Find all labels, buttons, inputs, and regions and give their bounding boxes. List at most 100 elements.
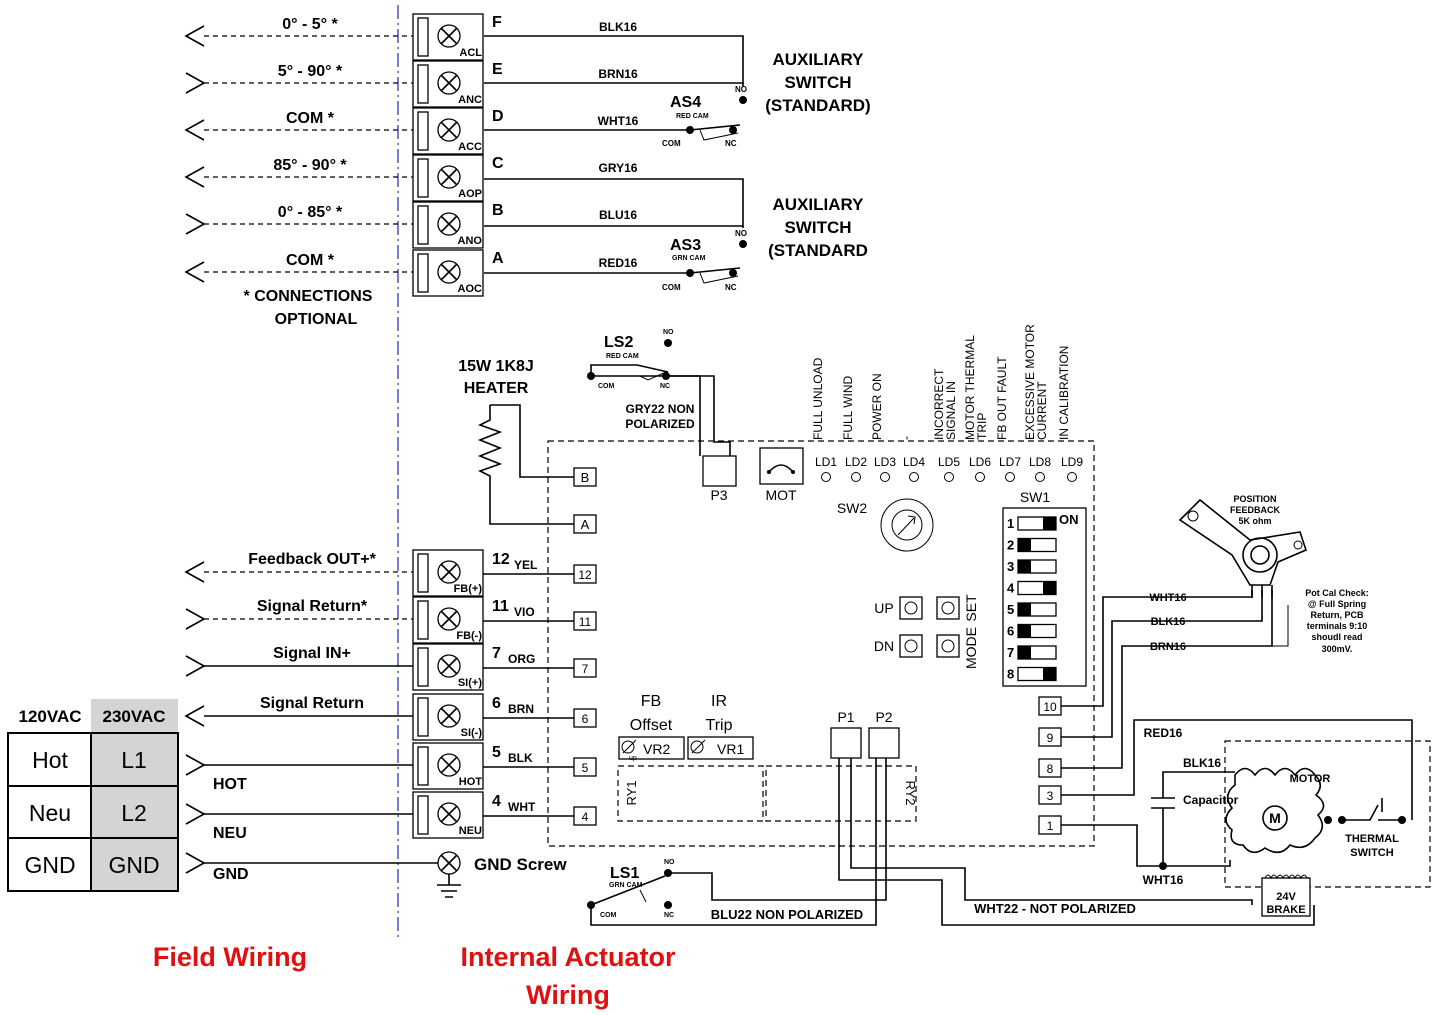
svg-text:Trip: Trip (706, 717, 733, 734)
board-terminal-b: B (573, 467, 597, 487)
svg-text:3: 3 (1047, 789, 1054, 803)
svg-text:MOT: MOT (765, 487, 797, 503)
svg-text:5: 5 (1007, 602, 1014, 617)
svg-text:FB OUT FAULT: FB OUT FAULT (995, 356, 1009, 440)
svg-text:BRAKE: BRAKE (1266, 904, 1305, 916)
svg-text:Signal IN+: Signal IN+ (273, 645, 351, 662)
svg-text:THERMAL: THERMAL (1345, 833, 1399, 845)
mode-button[interactable]: MODE (936, 627, 979, 669)
svg-text:SI(+): SI(+) (458, 677, 482, 689)
svg-text:YEL: YEL (514, 558, 537, 572)
svg-text:BRN: BRN (508, 702, 534, 716)
svg-text:RY1: RY1 (624, 780, 639, 805)
dip-switch-3[interactable]: 3 (1007, 559, 1057, 574)
dip-switch-2[interactable]: 2 (1007, 538, 1057, 553)
svg-text:COM *: COM * (286, 252, 335, 269)
dip-switch-4[interactable]: 4 (1007, 581, 1057, 596)
led-ld4: LD4- (899, 436, 925, 482)
svg-text:FB: FB (641, 693, 661, 710)
dip-switch-8[interactable]: 8 (1007, 667, 1057, 682)
svg-text:AOC: AOC (458, 283, 483, 295)
svg-text:(STANDARD: (STANDARD (768, 241, 868, 260)
svg-text:5: 5 (492, 744, 501, 761)
svg-text:FULL WIND: FULL WIND (841, 375, 855, 440)
svg-text:WHT: WHT (508, 800, 536, 814)
svg-text:GND: GND (24, 852, 75, 878)
dip-switch-1[interactable]: 1 (1007, 516, 1057, 531)
dn-button[interactable]: DN (874, 634, 923, 658)
svg-text:NEU: NEU (459, 825, 482, 837)
svg-text:IR: IR (711, 693, 727, 710)
svg-text:DN: DN (874, 638, 894, 654)
svg-text:GRY16: GRY16 (599, 161, 638, 175)
rotary-switch-sw2[interactable]: SW2 (837, 498, 934, 552)
svg-text:LD3: LD3 (874, 455, 896, 469)
svg-text:WHT16: WHT16 (1143, 873, 1184, 887)
relay-ry2: RY2 (765, 765, 918, 822)
svg-text:LD6: LD6 (969, 455, 991, 469)
dip-switch-7[interactable]: 7 (1007, 645, 1057, 660)
svg-text:8: 8 (1007, 667, 1014, 682)
fb-offset-pot-vr2[interactable]: FB Offset up VR2 (618, 693, 685, 762)
svg-text:FEEDBACK: FEEDBACK (1230, 505, 1281, 515)
svg-text:AS4: AS4 (670, 94, 701, 111)
svg-text:9: 9 (1047, 731, 1054, 745)
svg-text:RED CAM: RED CAM (606, 353, 639, 360)
svg-text:VR1: VR1 (717, 741, 744, 757)
svg-text:6: 6 (1007, 624, 1014, 639)
svg-text:HEATER: HEATER (464, 380, 529, 397)
internal-wiring-label-line1: Internal Actuator (460, 942, 676, 972)
svg-text:MOTOR: MOTOR (1290, 773, 1331, 785)
connector-p3: P3 (702, 455, 737, 503)
svg-text:RED CAM: RED CAM (676, 113, 709, 120)
svg-text:7: 7 (492, 645, 501, 662)
svg-text:SIGNAL IN: SIGNAL IN (944, 381, 958, 440)
svg-text:LD2: LD2 (845, 455, 867, 469)
svg-text:COM: COM (662, 283, 681, 292)
connector-p1: P1 (830, 709, 862, 759)
svg-text:4: 4 (1007, 581, 1015, 596)
dip-switch-6[interactable]: 6 (1007, 624, 1057, 639)
svg-text:NC: NC (660, 383, 670, 390)
svg-text:WHT16: WHT16 (1149, 592, 1186, 604)
board-terminal-1: 1 (1038, 815, 1062, 835)
board-terminal-8: 8 (1038, 758, 1062, 778)
up-button[interactable]: UP (874, 596, 923, 620)
svg-text:Hot: Hot (32, 747, 68, 773)
svg-text:BLK: BLK (508, 751, 533, 765)
board-terminal-5: 5 (573, 757, 597, 777)
dip-switch-5[interactable]: 5 (1007, 602, 1057, 617)
svg-text:1: 1 (1047, 819, 1054, 833)
set-button[interactable]: SET (936, 594, 979, 622)
aux-switch-as3: NO NC COM AS3 GRN CAM (484, 178, 747, 292)
svg-text:GRN CAM: GRN CAM (672, 255, 706, 262)
svg-text:NO: NO (664, 859, 675, 866)
field-wiring-label: Field Wiring (153, 942, 307, 972)
svg-text:300mV.: 300mV. (1322, 644, 1353, 654)
svg-text:11: 11 (579, 615, 592, 629)
wht22-wire: WHT22 - NOT POLARIZED (838, 758, 1315, 926)
gnd-screw: GND Screw (437, 851, 567, 898)
svg-text:FULL UNLOAD: FULL UNLOAD (811, 357, 825, 440)
svg-text:LD4: LD4 (903, 455, 925, 469)
svg-text:M: M (1269, 810, 1281, 826)
svg-text:VR2: VR2 (643, 741, 670, 757)
svg-text:ACC: ACC (458, 141, 482, 153)
svg-text:B: B (581, 470, 590, 485)
svg-text:EXCESSIVE MOTOR: EXCESSIVE MOTOR (1023, 324, 1037, 440)
svg-text:HOT: HOT (213, 776, 247, 793)
svg-text:Capacitor: Capacitor (1183, 793, 1239, 807)
svg-text:85° - 90° *: 85° - 90° * (273, 157, 347, 174)
ir-trip-pot-vr1[interactable]: IR Trip VR1 (687, 693, 754, 760)
limit-switch-ls1: LS1 GRN CAM NO COM NC BLU22 NON POLARIZE… (587, 758, 887, 926)
